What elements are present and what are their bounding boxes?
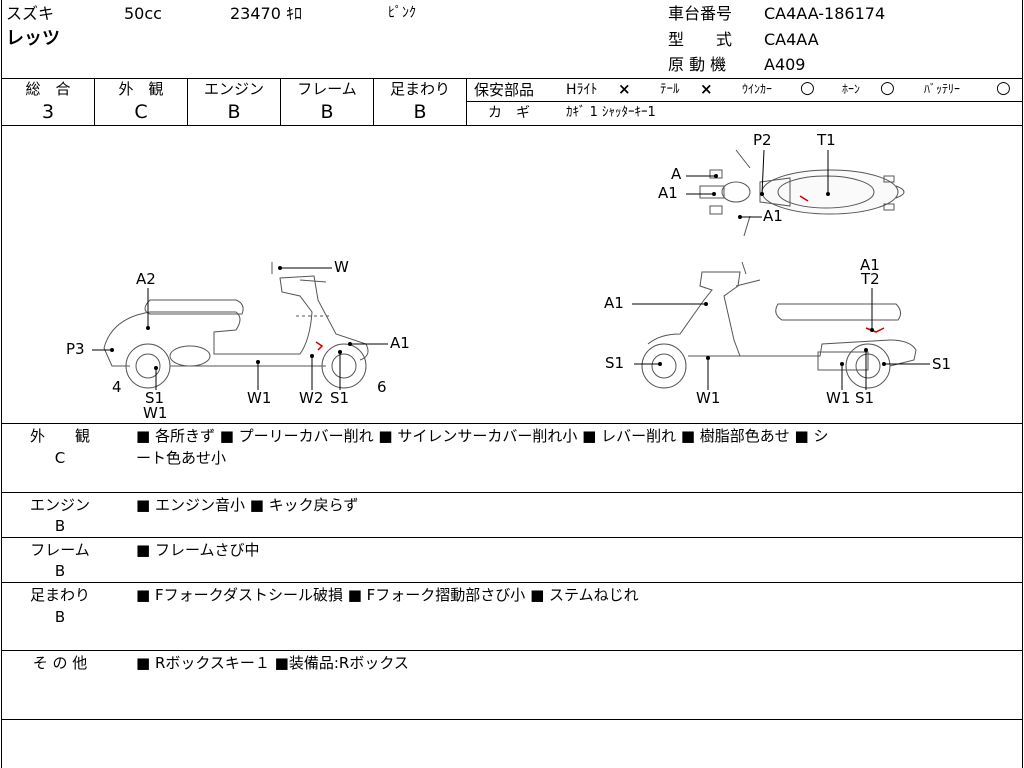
- section-frame-label: フレーム: [30, 541, 90, 559]
- engine-label: 原 動 機: [668, 55, 727, 74]
- scooter-top-view: [699, 149, 905, 237]
- section-exterior-label: 外 観: [29, 427, 90, 445]
- divider-grades: [1, 125, 1023, 126]
- section-frame-grade: B: [54, 562, 66, 580]
- grade-col-sep-3: [280, 78, 281, 125]
- divider-section-1: [1, 492, 1023, 493]
- engine-value: A409: [764, 55, 806, 74]
- safety-battery: ﾊﾞｯﾃﾘｰ: [924, 82, 961, 96]
- safety-winker: ｳｲﾝｶｰ: [742, 82, 773, 96]
- callout-left-W: W: [334, 258, 349, 276]
- callout-left-A1: A1: [390, 334, 410, 352]
- callout-right-S1c: S1: [855, 389, 875, 407]
- grade-col-sep-5: [466, 78, 467, 125]
- grade-frame-label: フレーム: [297, 80, 357, 98]
- border-left: [1, 0, 2, 768]
- section-engine-text: ■ エンジン音小 ■ キック戻らず: [136, 496, 359, 514]
- callout-top-A1-bottom: A1: [763, 207, 783, 225]
- scooter-left-view: [103, 262, 369, 389]
- border-right: [1022, 0, 1023, 768]
- callout-left-A2: A2: [136, 270, 156, 288]
- divider-section-2: [1, 537, 1023, 538]
- section-other-text: ■ Rボックスキー１ ■装備品:Rボックス: [136, 654, 409, 672]
- grade-col-sep-2: [187, 78, 188, 125]
- grade-col-sep-4: [373, 78, 374, 125]
- keys-label: カ ギ: [488, 105, 530, 121]
- mileage: 23470 ｷﾛ: [230, 4, 302, 23]
- grade-col-sep-1: [94, 78, 95, 125]
- section-exterior-grade: C: [54, 449, 66, 467]
- type-label: 型 式: [668, 30, 733, 49]
- divider-diagram: [1, 423, 1023, 424]
- grade-exterior: C: [134, 101, 148, 123]
- safety-winker-mark: ○: [800, 78, 815, 98]
- section-frame-text: ■ フレームさび中: [136, 541, 260, 559]
- model-name: レッツ: [6, 28, 60, 49]
- divider-section-5: [1, 719, 1023, 720]
- callout-right-A1-top: A1: [860, 256, 880, 274]
- scooter-right-view: [641, 261, 917, 389]
- callout-left-P3: P3: [66, 340, 85, 358]
- callout-top-T1: T1: [817, 131, 836, 149]
- section-exterior-text: ■ 各所きず ■ プーリーカバー削れ ■ サイレンサーカバー削れ小 ■ レバー削…: [136, 427, 829, 445]
- frame-no-label: 車台番号: [668, 4, 733, 23]
- safety-headlight-mark: ×: [618, 80, 631, 98]
- callout-left-6: 6: [377, 378, 387, 396]
- section-exterior-text-cont: ート色あせ小: [136, 449, 227, 467]
- callout-left-S1: S1: [145, 389, 165, 407]
- callout-right-W1: W1: [696, 389, 721, 407]
- callout-right-S1-right: S1: [932, 355, 952, 373]
- callout-right-W1b: W1: [826, 389, 851, 407]
- divider-section-4: [1, 650, 1023, 651]
- grade-overall: 3: [41, 101, 55, 123]
- safety-label: 保安部品: [474, 81, 535, 99]
- section-other-label: そ の 他: [32, 654, 88, 672]
- keys-value: ｶｷﾞ 1 ｼｬｯﾀｰｷｰ1: [566, 105, 656, 120]
- safety-tail: ﾃｰﾙ: [660, 82, 680, 97]
- type-value: CA4AA: [764, 30, 819, 49]
- divider-grade-mid: [467, 101, 1023, 102]
- grade-engine-label: エンジン: [203, 80, 264, 98]
- callout-left-4: 4: [112, 378, 122, 396]
- color: ﾋﾟﾝｸ: [388, 5, 416, 21]
- safety-tail-mark: ×: [700, 80, 713, 98]
- maker: スズキ: [6, 4, 55, 23]
- scooter-diagram: [92, 149, 930, 390]
- grade-suspension-label: 足まわり: [389, 80, 450, 98]
- safety-battery-mark: ○: [996, 78, 1011, 98]
- callout-right-T2: T2: [861, 270, 880, 288]
- callout-left-W1: W1: [247, 389, 272, 407]
- section-suspension-grade: B: [54, 608, 66, 626]
- callout-left-W1-sub: W1: [143, 404, 168, 422]
- section-suspension-label: 足まわり: [29, 586, 90, 604]
- safety-horn-mark: ○: [880, 78, 895, 98]
- frame-no: CA4AA-186174: [764, 4, 886, 23]
- section-engine-label: エンジン: [29, 496, 90, 514]
- grade-exterior-label: 外 観: [118, 80, 164, 98]
- grade-overall-label: 総 合: [25, 80, 71, 98]
- divider-header: [1, 78, 1023, 79]
- callout-left-W2: W2: [299, 389, 324, 407]
- section-suspension-text: ■ Fフォークダストシール破損 ■ Fフォーク摺動部さび小 ■ ステムねじれ: [136, 586, 639, 604]
- callout-right-A1: A1: [604, 294, 624, 312]
- grade-frame: B: [320, 101, 334, 123]
- callout-top-A1-left: A1: [658, 184, 678, 202]
- section-engine-grade: B: [54, 517, 66, 535]
- callout-left-S1b: S1: [330, 389, 350, 407]
- displacement: 50cc: [124, 4, 162, 23]
- safety-headlight: Hﾗｲﾄ: [566, 82, 598, 98]
- callout-top-A: A: [671, 165, 682, 183]
- grade-suspension: B: [413, 101, 427, 123]
- safety-horn: ﾎｰﾝ: [842, 82, 861, 96]
- grade-engine: B: [227, 101, 241, 123]
- callout-top-P2: P2: [753, 131, 772, 149]
- divider-section-3: [1, 582, 1023, 583]
- callout-right-S1-left: S1: [605, 354, 625, 372]
